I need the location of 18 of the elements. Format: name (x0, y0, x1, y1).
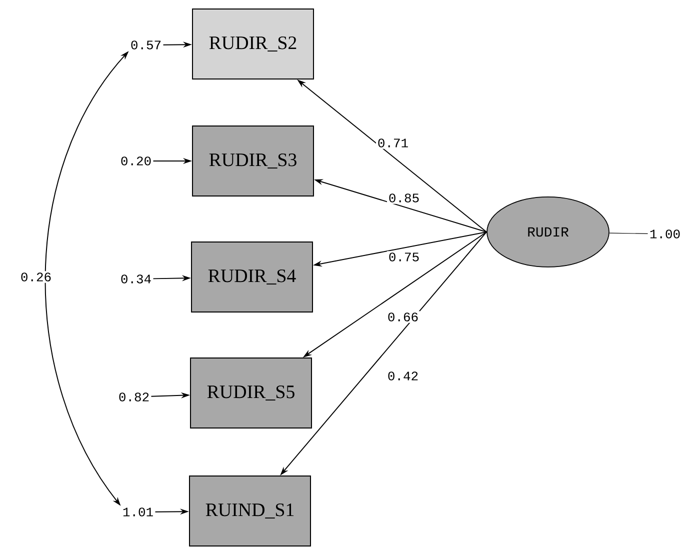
edge-label: 0.75 (386, 251, 422, 263)
error-value: 0.20 (121, 156, 151, 166)
variable-box: RUDIR_S2 (192, 8, 314, 80)
error-value: 1.00 (650, 230, 680, 238)
edge-label: 0.26 (18, 271, 54, 283)
variance-line (609, 232, 648, 234)
variable-box: RUDIR_S3 (192, 125, 314, 196)
error-value: 0.34 (121, 274, 151, 284)
variable-box: RUDIR_S4 (191, 241, 313, 312)
variable-box: RUDIR_S5 (190, 357, 312, 428)
edge-label: 0.71 (376, 137, 410, 149)
edge-label: 0.42 (386, 370, 420, 382)
error-value: 0.82 (119, 392, 149, 402)
error-value: 0.57 (131, 40, 161, 50)
edge-label: 0.66 (386, 311, 420, 323)
error-value: 1.01 (123, 508, 153, 516)
edge-label: 0.85 (386, 192, 422, 204)
variable-box: RUIND_S1 (189, 475, 311, 546)
